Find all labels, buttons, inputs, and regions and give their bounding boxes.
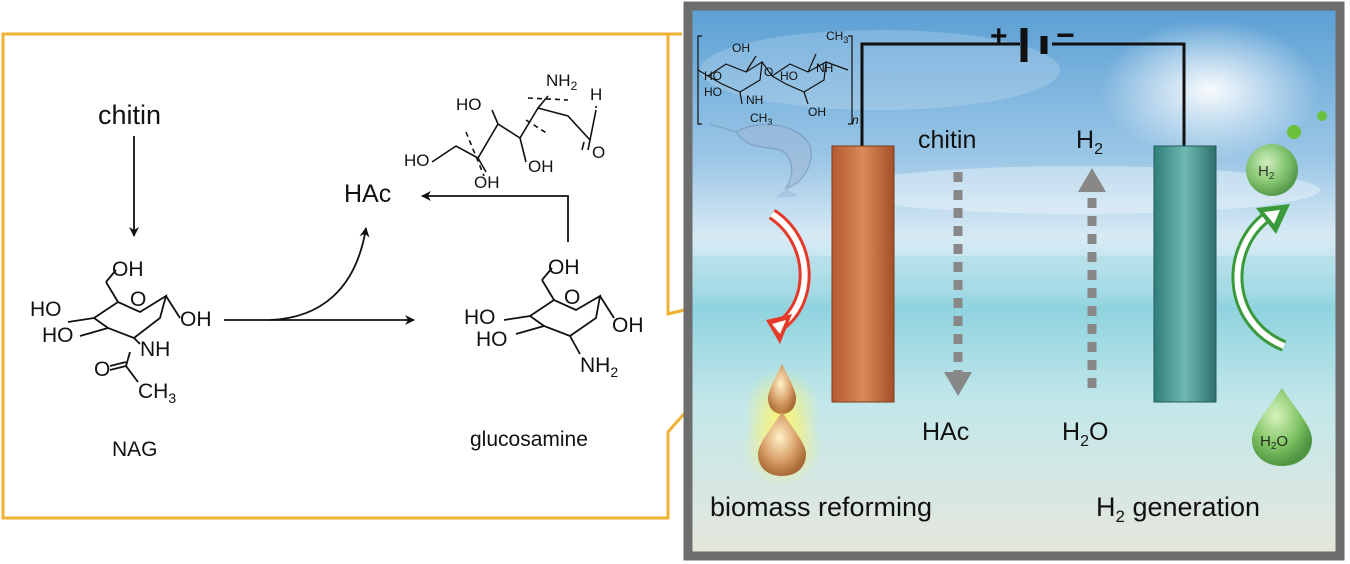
chitin-polymer-oh: OH	[732, 41, 750, 55]
cell-hac-label: HAc	[922, 418, 969, 446]
open-chain-oh-1: OH	[474, 173, 500, 192]
glucosamine-ho-1: HO	[464, 306, 496, 329]
hac-droplets	[742, 364, 822, 486]
chitin-polymer-ch3-2: CH3	[826, 29, 848, 45]
nag-ring-o: O	[130, 288, 146, 311]
open-chain-oh-2: OH	[528, 157, 554, 176]
nag-oh-right: OH	[180, 308, 212, 331]
glucosamine-label: glucosamine	[470, 428, 588, 451]
anode-reaction-arrow	[766, 208, 811, 344]
cell-h2o-label: H2O	[1062, 418, 1108, 450]
open-chain-o: O	[592, 143, 605, 162]
drop-h2o-label: H2O	[1260, 433, 1288, 452]
open-chain-structure	[431, 95, 597, 177]
chitin-polymer-ch3-1: CH3	[750, 111, 772, 127]
battery-minus: −	[1056, 17, 1075, 53]
chitin-polymer-n: n	[852, 113, 859, 127]
nag-label: NAG	[112, 438, 158, 461]
glucosamine-ring-o: O	[564, 286, 580, 309]
nag-oh-top: OH	[112, 258, 144, 281]
glucosamine-ho-2: HO	[476, 328, 508, 351]
power-circuit	[860, 28, 1186, 146]
open-chain-ho-1: HO	[456, 95, 482, 114]
chitin-polymer-ho: HO	[704, 69, 722, 83]
cathode-reaction-arrow	[1231, 204, 1290, 352]
glucosamine-structure	[503, 267, 615, 355]
nag-nh: NH	[140, 338, 170, 361]
nag-carbonyl-o: O	[94, 358, 110, 381]
cell-h2-label: H2	[1076, 126, 1103, 158]
nag-ho-1: HO	[30, 298, 62, 321]
h2o-droplet	[1252, 388, 1312, 466]
glucosamine-to-hac-arrow	[421, 191, 569, 242]
glucosamine-nh2: NH2	[580, 354, 618, 380]
open-chain-ho-2: HO	[404, 151, 430, 170]
nag-to-hac-curved-arrow	[269, 227, 370, 321]
chitin-polymer-ho-2: HO	[704, 85, 722, 99]
hac-label: HAc	[344, 180, 391, 208]
drop-h2-label: H2	[1258, 163, 1275, 182]
nag-ch3: CH3	[138, 380, 176, 406]
shrimp-icon	[709, 123, 813, 198]
glucosamine-oh-right: OH	[612, 314, 644, 337]
chitin-polymer-o: O	[764, 65, 773, 79]
nag-structure	[67, 269, 181, 383]
anode-electrode	[831, 145, 895, 403]
chitin-polymer-structure	[697, 35, 853, 125]
open-chain-nh2: NH2	[546, 71, 578, 93]
battery-plus: +	[990, 20, 1008, 53]
cell-chitin-label: chitin	[918, 126, 976, 154]
chitin-label: chitin	[98, 100, 161, 130]
open-chain-h: H	[590, 85, 602, 104]
chitin-polymer-nh-1: NH	[746, 93, 763, 107]
biomass-reforming-label: biomass reforming	[710, 492, 932, 522]
h2-bubbles	[1246, 111, 1327, 196]
cathode-electrode	[1153, 145, 1217, 403]
h2-generation-label: H2 generation	[1096, 492, 1260, 526]
nag-ho-2: HO	[42, 324, 74, 347]
glucosamine-oh-top: OH	[548, 256, 580, 279]
chitin-polymer-ho-3: HO	[780, 69, 798, 83]
chitin-polymer-oh-2: OH	[808, 105, 826, 119]
chitin-polymer-nh-2: NH	[816, 61, 833, 75]
